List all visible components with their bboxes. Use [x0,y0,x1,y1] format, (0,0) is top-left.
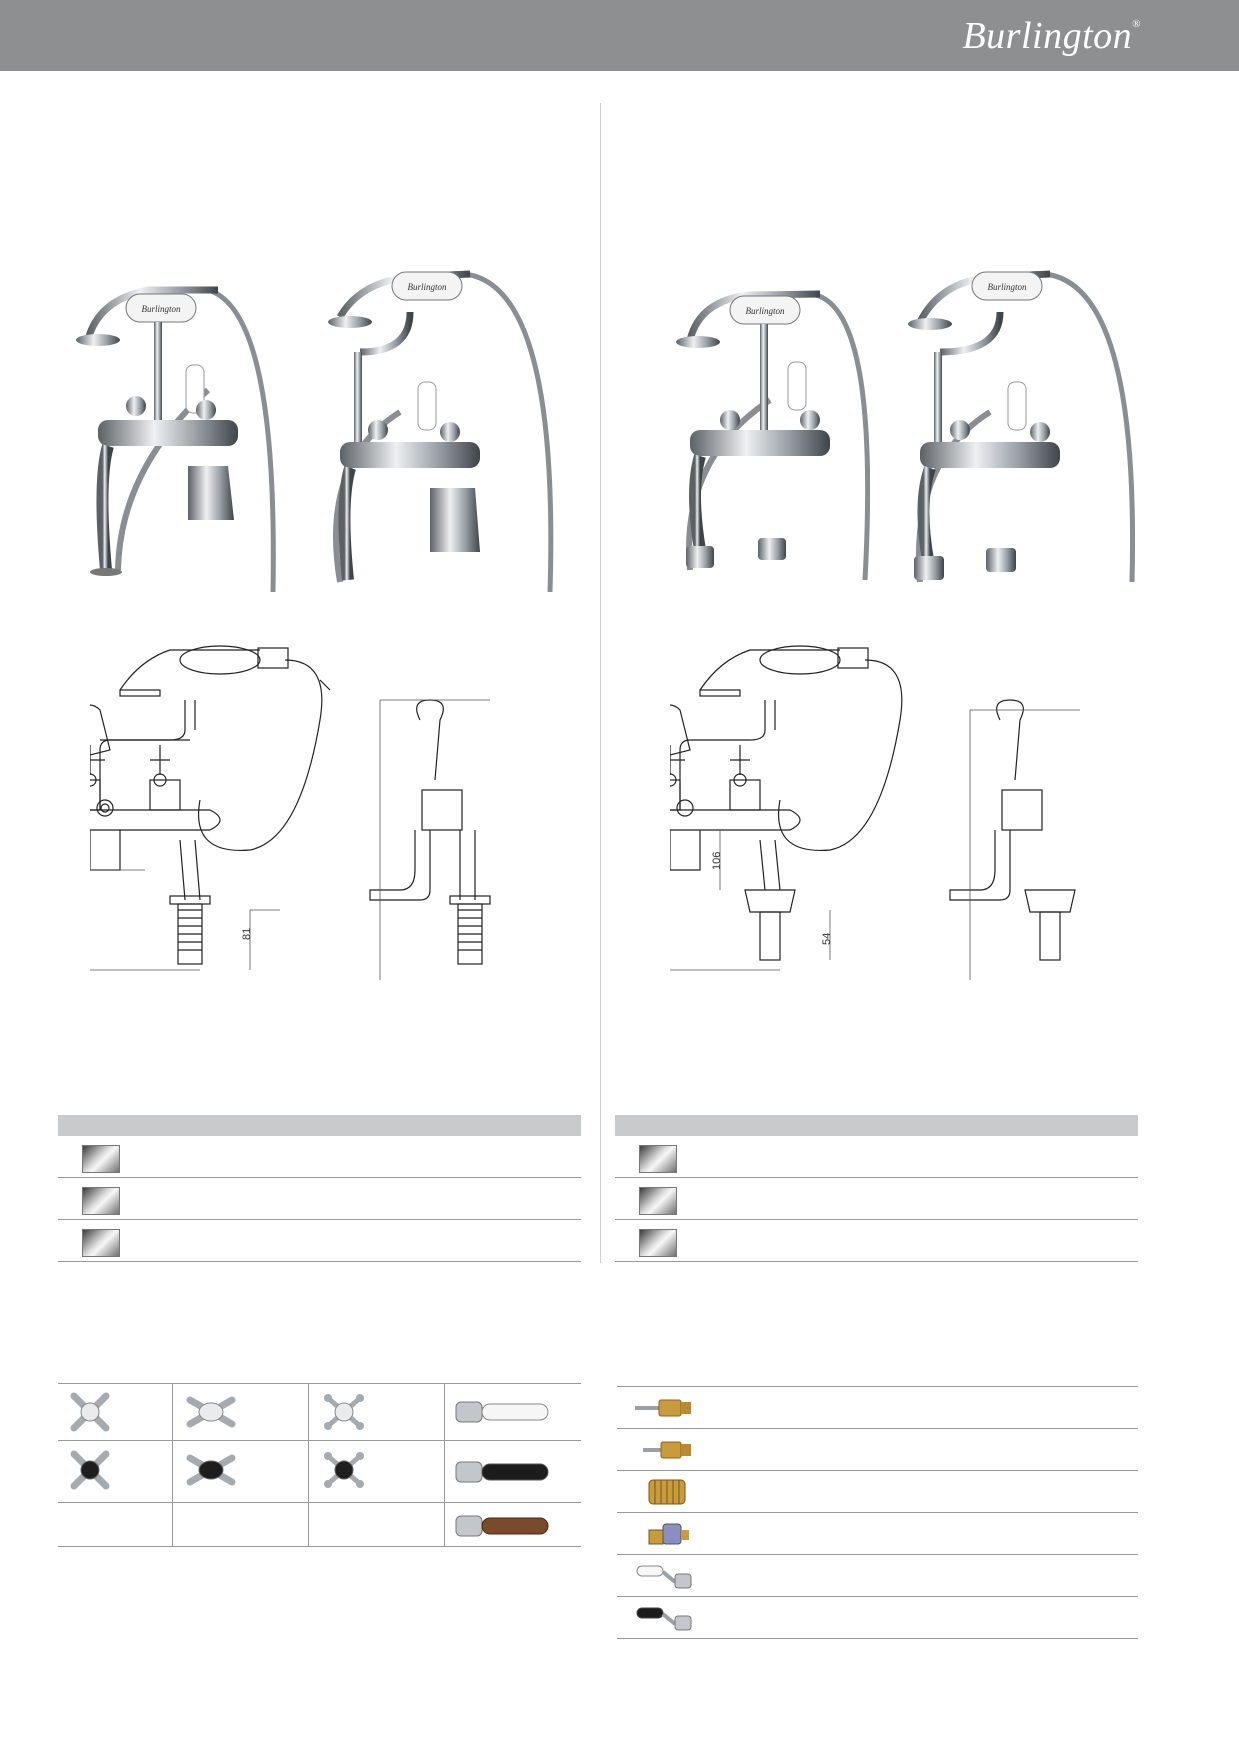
chrome-swatch-icon [639,1187,677,1215]
part-row [617,1512,1138,1554]
grid-divider [444,1384,445,1546]
finish-row [615,1178,1138,1220]
handset-brand-label: Burlington [407,282,447,292]
white-lever-assembly-icon [636,1565,692,1589]
black-cross-head-icon [186,1454,236,1486]
finish-row [58,1136,581,1178]
handset-brand-label: Burlington [987,282,1027,292]
grid-divider [58,1502,581,1503]
part-row [617,1386,1138,1428]
wood-lever-icon [455,1515,549,1537]
brand-logo: Burlington® [962,15,1141,57]
finish-table-left [58,1115,581,1262]
dimension-106: 106 [711,852,723,870]
medici-cross-head-icon [324,1394,364,1430]
chrome-swatch-icon [639,1145,677,1173]
grid-divider [308,1384,309,1546]
grid-divider [58,1440,581,1441]
technical-drawing-right: 106 54 [670,645,1080,980]
handle-options-grid [58,1383,581,1547]
part-row [617,1554,1138,1596]
finish-table-header [615,1115,1138,1136]
finish-table-header [58,1115,581,1136]
short-valve-icon [643,1441,691,1459]
part-row [617,1470,1138,1512]
product-photo-right-1: Burlington [676,290,870,581]
product-photo-right-2: Burlington [908,270,1136,583]
header-bar: Burlington® [0,0,1239,71]
white-lever-icon [455,1401,549,1423]
diverter-cartridge-icon [648,1523,689,1545]
chrome-swatch-icon [82,1187,120,1215]
chrome-swatch-icon [82,1145,120,1173]
black-quarter-cross-head-icon [70,1450,110,1490]
part-row [617,1428,1138,1470]
technical-drawing-left: 81 [90,645,491,980]
chrome-swatch-icon [82,1229,120,1257]
grid-divider [172,1384,173,1546]
spare-parts-list [617,1386,1138,1639]
finish-row [58,1178,581,1220]
product-photo-left-1: Burlington [76,286,276,592]
finish-row [615,1220,1138,1262]
part-row [617,1596,1138,1639]
handset-brand-label: Burlington [141,304,181,314]
chrome-swatch-icon [639,1229,677,1257]
column-divider [600,103,601,1263]
cross-head-icon [186,1396,236,1428]
ceramic-cartridge-icon [648,1479,686,1505]
finish-row [615,1136,1138,1178]
black-lever-assembly-icon [636,1607,692,1631]
quarter-cross-head-icon [70,1392,110,1432]
product-photo-left-2: Burlington [328,270,554,593]
finish-row [58,1220,581,1262]
black-medici-cross-head-icon [324,1452,364,1488]
dimension-81: 81 [241,928,253,940]
handset-brand-label: Burlington [745,306,785,316]
long-valve-icon [635,1399,691,1417]
black-lever-icon [455,1461,549,1483]
dimension-54: 54 [821,933,833,945]
finish-table-right [615,1115,1138,1262]
